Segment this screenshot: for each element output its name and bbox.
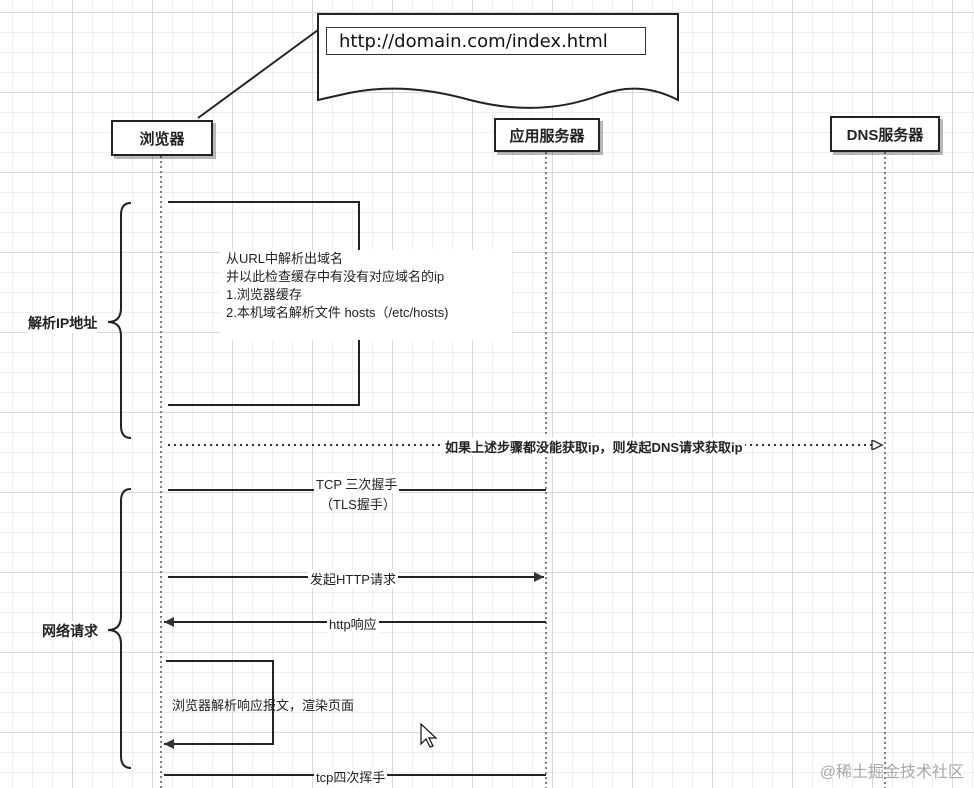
- dns-request-label: 如果上述步骤都没能获取ip，则发起DNS请求获取ip: [443, 437, 745, 456]
- resolve-ip-brace: [107, 202, 132, 439]
- network-request-brace: [107, 488, 132, 769]
- resolve-note-line-3: 1.浏览器缓存: [226, 287, 302, 302]
- tcp-handshake-label: TCP 三次握手: [314, 474, 400, 493]
- section-resolve-ip: 解析IP地址: [28, 313, 98, 333]
- tcp-wave-label: tcp四次挥手: [314, 767, 388, 786]
- tls-handshake-label: （TLS握手）: [320, 497, 396, 512]
- url-box: http://domain.com/index.html: [326, 27, 646, 55]
- actor-app-server: 应用服务器: [494, 118, 600, 152]
- mouse-cursor-icon: [420, 722, 438, 748]
- url-note-connector: [197, 29, 319, 119]
- resolve-note-line-1: 从URL中解析出域名: [226, 251, 344, 266]
- resolve-note: 从URL中解析出域名 并以此检查缓存中有没有对应域名的ip 1.浏览器缓存 2.…: [220, 250, 512, 340]
- section-network-request: 网络请求: [42, 621, 98, 641]
- resolve-note-line-4: 2.本机域名解析文件 hosts（/etc/hosts): [226, 305, 449, 320]
- actor-browser: 浏览器: [111, 120, 213, 156]
- watermark: @稀土掘金技术社区: [819, 764, 964, 781]
- parse-render-self-call: [164, 660, 274, 749]
- parse-render-label: 浏览器解析响应报文，渲染页面: [172, 698, 355, 713]
- http-request-label: 发起HTTP请求: [308, 569, 398, 588]
- http-response-label: http响应: [327, 614, 379, 633]
- resolve-note-line-2: 并以此检查缓存中有没有对应域名的ip: [226, 269, 445, 284]
- actor-dns-server: DNS服务器: [830, 116, 940, 152]
